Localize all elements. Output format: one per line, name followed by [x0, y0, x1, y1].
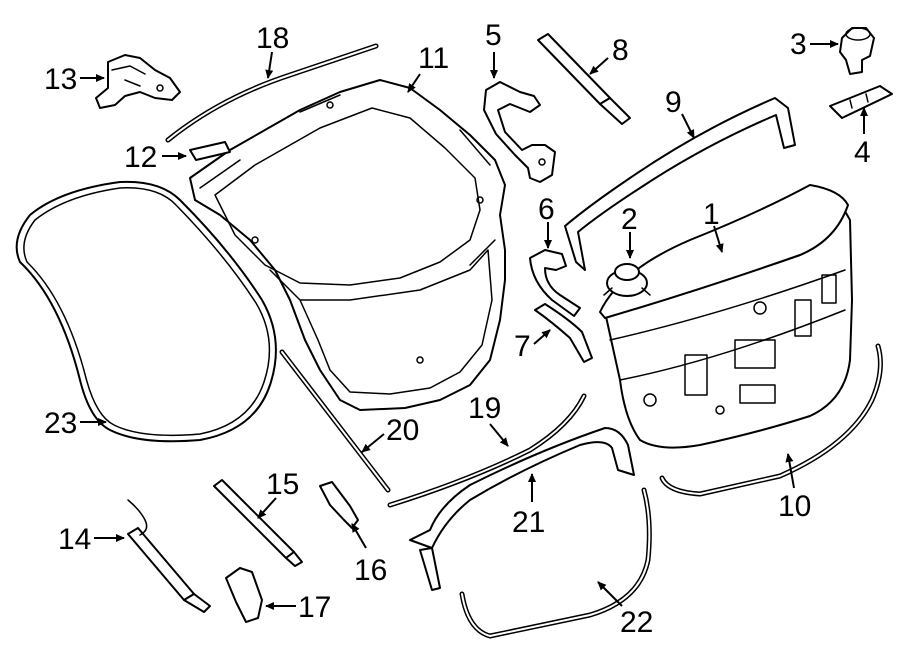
part-10-weatherstrip	[659, 343, 883, 497]
part-6-bracket	[529, 249, 581, 317]
callout-12: 12	[124, 141, 157, 174]
callout-14: 14	[58, 523, 91, 556]
part-12-bracket	[189, 141, 231, 161]
part-16-bracket	[319, 481, 359, 529]
callout-labels: 1 2 3 4 5 6 7 8 9 10 11 12 13 14 15 16 1…	[44, 19, 871, 639]
part-11-liftgate-frame	[189, 79, 506, 411]
part-23-glass	[15, 180, 277, 443]
part-4-plate	[829, 85, 893, 119]
callout-20: 20	[386, 414, 419, 447]
part-8-gas-strut	[537, 33, 631, 125]
callout-13: 13	[44, 63, 77, 96]
callout-6: 6	[538, 193, 555, 226]
callout-23: 23	[44, 407, 77, 440]
part-15-gas-strut	[213, 479, 303, 567]
callout-1: 1	[703, 198, 720, 231]
callout-21: 21	[512, 506, 545, 539]
leader-arrows	[80, 40, 868, 610]
callout-15: 15	[266, 468, 299, 501]
part-7-trim	[534, 303, 593, 363]
part-13-hinge	[95, 54, 181, 109]
part-14-gas-strut	[127, 499, 211, 613]
callout-11: 11	[418, 42, 449, 75]
part-18-weatherstrip	[165, 43, 379, 143]
callout-4: 4	[854, 136, 871, 169]
callout-18: 18	[256, 22, 289, 55]
part-19-weatherstrip	[387, 393, 587, 508]
part-2-actuator	[603, 263, 651, 297]
part-21-frame-seal	[409, 427, 635, 591]
callout-5: 5	[485, 19, 502, 52]
part-3-switch	[839, 27, 875, 75]
part-22-weatherstrip	[459, 487, 652, 639]
part-20-weatherstrip	[279, 349, 391, 493]
part-17-bracket	[225, 567, 263, 623]
callout-17: 17	[298, 591, 331, 624]
part-1-liftgate-panel	[599, 184, 853, 449]
part-5-hinge-arm	[483, 81, 556, 183]
callout-19: 19	[468, 392, 501, 425]
callout-22: 22	[620, 606, 653, 639]
part-9-seal	[564, 97, 796, 271]
callout-10: 10	[778, 490, 811, 523]
callout-9: 9	[665, 86, 682, 119]
callout-7: 7	[514, 330, 531, 363]
callout-8: 8	[612, 34, 629, 67]
callout-16: 16	[354, 554, 387, 587]
callout-3: 3	[790, 28, 807, 61]
callout-2: 2	[621, 203, 638, 236]
